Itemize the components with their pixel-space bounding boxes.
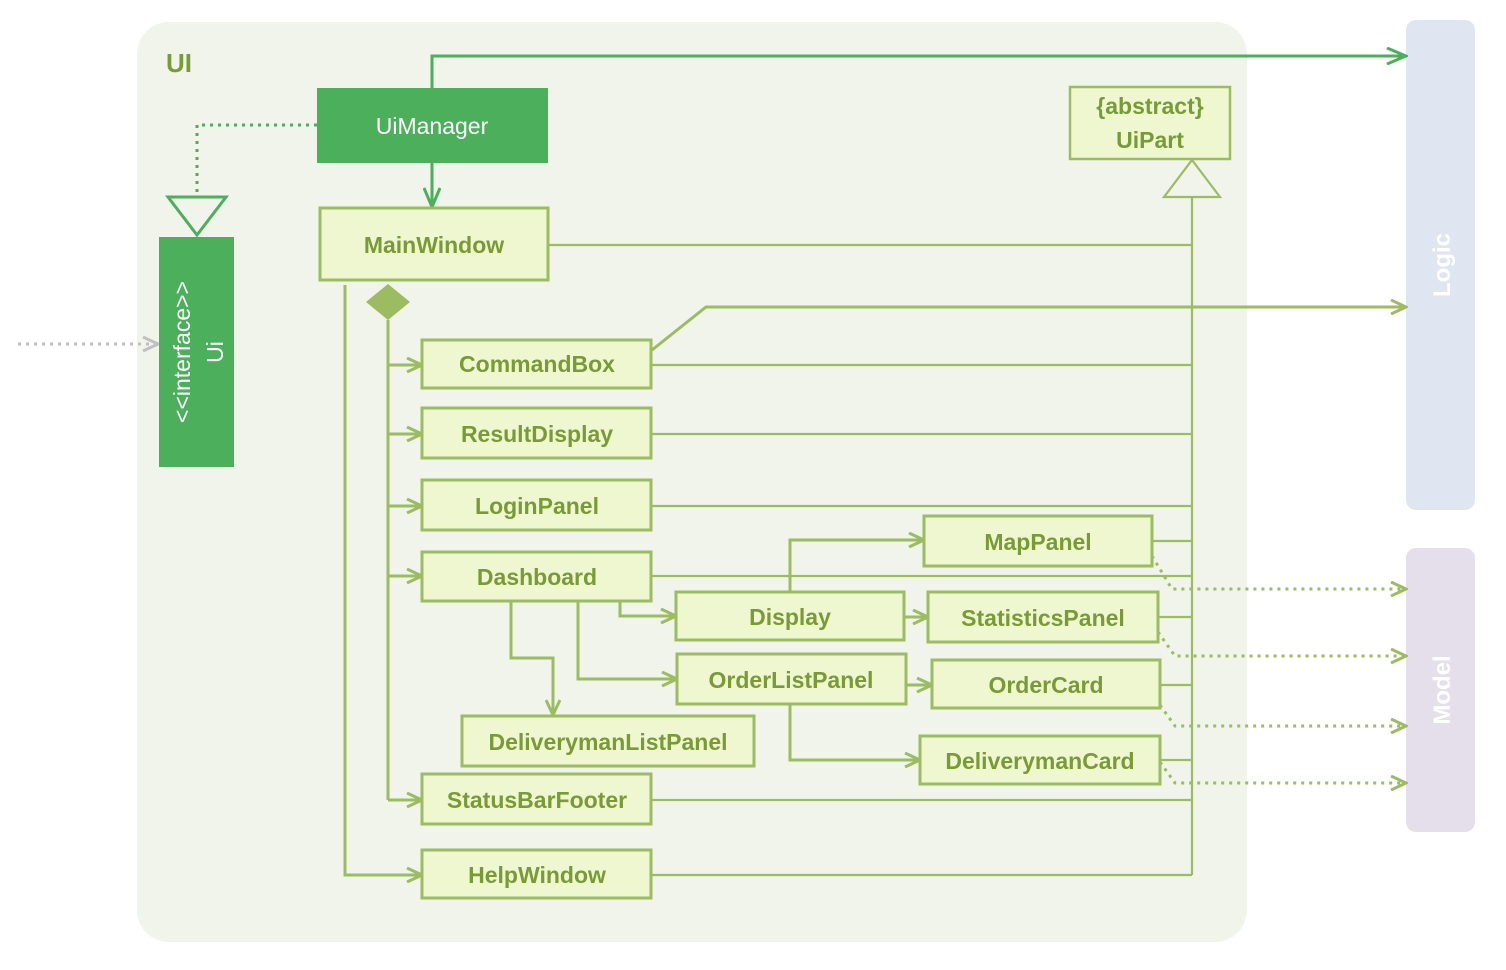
mappanel-label: MapPanel [984, 529, 1091, 555]
deliverymanlistpanel-class[interactable]: DeliverymanListPanel [460, 714, 756, 768]
dashboard-label: Dashboard [477, 564, 597, 590]
ordercard-label: OrderCard [988, 672, 1103, 698]
uimanager-label: UiManager [376, 113, 489, 139]
display-label: Display [749, 604, 831, 630]
logic-label: Logic [1429, 233, 1456, 297]
deliverymancard-class[interactable]: DeliverymanCard [918, 734, 1162, 786]
display-class[interactable]: Display [674, 590, 906, 642]
commandbox-class[interactable]: CommandBox [420, 338, 653, 390]
ui-interface-name: Ui [202, 341, 228, 363]
uipart-name: UiPart [1116, 127, 1184, 153]
ui-interface-stereotype: <<interface>> [169, 281, 195, 423]
statusbarfooter-class[interactable]: StatusBarFooter [420, 772, 653, 826]
statusbarfooter-label: StatusBarFooter [447, 787, 627, 813]
commandbox-label: CommandBox [459, 351, 615, 377]
ui-realization-triangle [164, 195, 230, 238]
deliverymancard-label: DeliverymanCard [945, 748, 1134, 774]
uimanager-class[interactable]: UiManager [317, 88, 548, 163]
ordercard-class[interactable]: OrderCard [930, 658, 1162, 710]
statisticspanel-class[interactable]: StatisticsPanel [926, 590, 1160, 644]
statisticspanel-label: StatisticsPanel [961, 605, 1125, 631]
loginpanel-class[interactable]: LoginPanel [420, 478, 653, 532]
mappanel-class[interactable]: MapPanel [922, 514, 1154, 568]
loginpanel-label: LoginPanel [475, 493, 599, 519]
model-component [1406, 548, 1475, 832]
logic-component [1406, 20, 1475, 510]
ui-package-label: UI [166, 48, 192, 78]
helpwindow-class[interactable]: HelpWindow [420, 848, 653, 900]
model-label: Model [1429, 655, 1456, 724]
deliverymanlistpanel-label: DeliverymanListPanel [488, 729, 727, 755]
model-dependency-lines [1150, 555, 1406, 783]
helpwindow-label: HelpWindow [468, 862, 606, 888]
association-lines [509, 307, 1406, 760]
uipart-inheritance-triangle [1161, 158, 1223, 199]
resultdisplay-label: ResultDisplay [461, 421, 613, 447]
dashboard-class[interactable]: Dashboard [420, 550, 653, 603]
orderlistpanel-label: OrderListPanel [709, 667, 874, 693]
uipart-stereotype: {abstract} [1096, 93, 1203, 119]
mainwindow-class[interactable]: MainWindow [318, 206, 550, 282]
ui-interface-class[interactable]: <<interface>> Ui [159, 237, 234, 467]
inheritance-lines [548, 197, 1194, 877]
uipart-class[interactable]: {abstract} UiPart [1068, 85, 1232, 161]
mainwindow-label: MainWindow [364, 232, 504, 258]
orderlistpanel-class[interactable]: OrderListPanel [675, 652, 908, 706]
uimanager-to-logic-line [430, 56, 1406, 88]
resultdisplay-class[interactable]: ResultDisplay [420, 406, 653, 460]
composition-diamond [366, 284, 410, 320]
uimanager-realization-line [195, 123, 317, 196]
composition-lines [343, 285, 422, 875]
